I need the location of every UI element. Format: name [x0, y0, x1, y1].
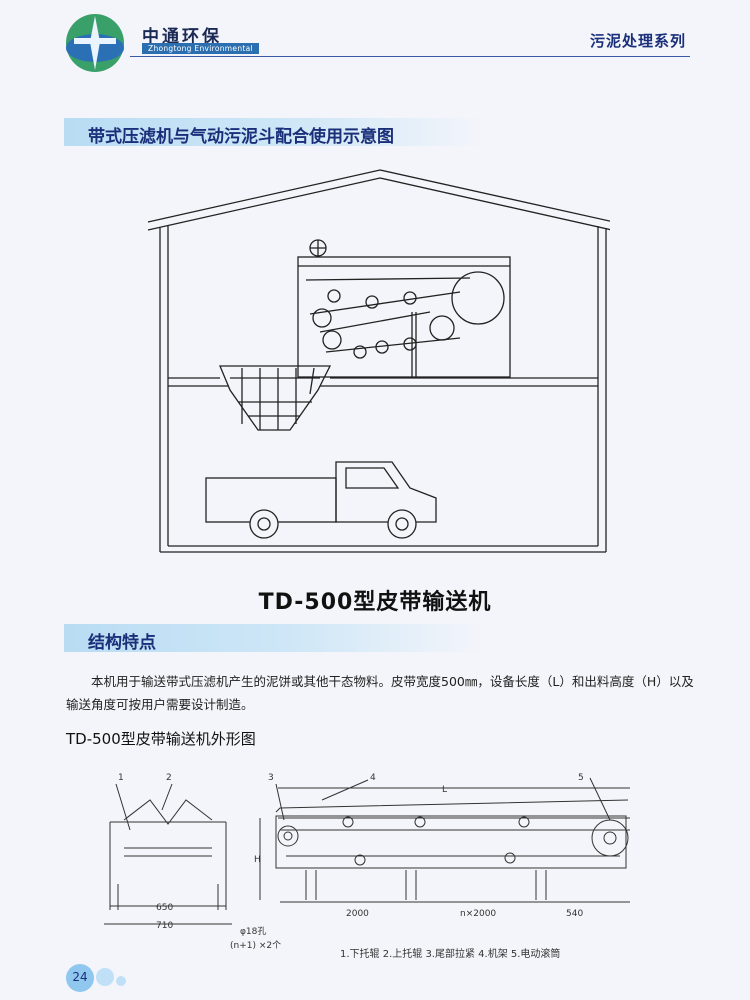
parts-legend: 1.下托辊 2.上托辊 3.尾部拉紧 4.机架 5.电动滚筒 [340, 949, 561, 960]
brand-name-en: Zhongtong Environmental [142, 43, 259, 54]
product-title: TD-500型皮带输送机 [258, 590, 492, 615]
dim-710-label: 710 [156, 921, 173, 931]
brand-name-cn: 中通环保 [142, 27, 222, 47]
zhongtong-logo [66, 14, 124, 72]
callout-3: 3 [268, 773, 274, 783]
section-title-features: 结构特点 [88, 633, 156, 653]
hole-count: (n+1) ×2个 [230, 940, 281, 951]
callout-5: 5 [578, 773, 584, 783]
page-number-badge [66, 964, 94, 992]
installation-diagram [147, 169, 610, 553]
decor-dot [96, 968, 114, 986]
dim-n2000-label: n×2000 [460, 909, 496, 919]
callout-2: 2 [166, 773, 172, 783]
section-bar-diagram: 带式压滤机与气动污泥斗配合使用示意图 [64, 118, 484, 147]
callout-1: 1 [118, 773, 124, 783]
dim-540-label: 540 [566, 909, 583, 919]
feature-description: 本机用于输送带式压滤机产生的泥饼或其他干态物料。皮带宽度500㎜，设备长度（L）… [66, 674, 694, 712]
hole-note: φ18孔 [240, 926, 266, 937]
dim-h-label: H [254, 855, 261, 865]
header-divider [130, 56, 690, 57]
series-label: 污泥处理系列 [589, 32, 686, 50]
callout-4: 4 [370, 773, 376, 783]
section-title-diagram: 带式压滤机与气动污泥斗配合使用示意图 [88, 127, 394, 147]
drawing-title: TD-500型皮带输送机外形图 [66, 730, 256, 748]
section-bar-features: 结构特点 [64, 624, 484, 653]
conveyor-drawing: 1 2 3 4 5 L H 650 710 2000 n×2000 540 φ1… [104, 773, 630, 951]
dim-2000-label: 2000 [346, 909, 369, 919]
page-number: 24 [72, 970, 88, 984]
dim-l-label: L [442, 785, 447, 795]
decor-dot [116, 976, 126, 986]
dim-650-label: 650 [156, 903, 173, 913]
